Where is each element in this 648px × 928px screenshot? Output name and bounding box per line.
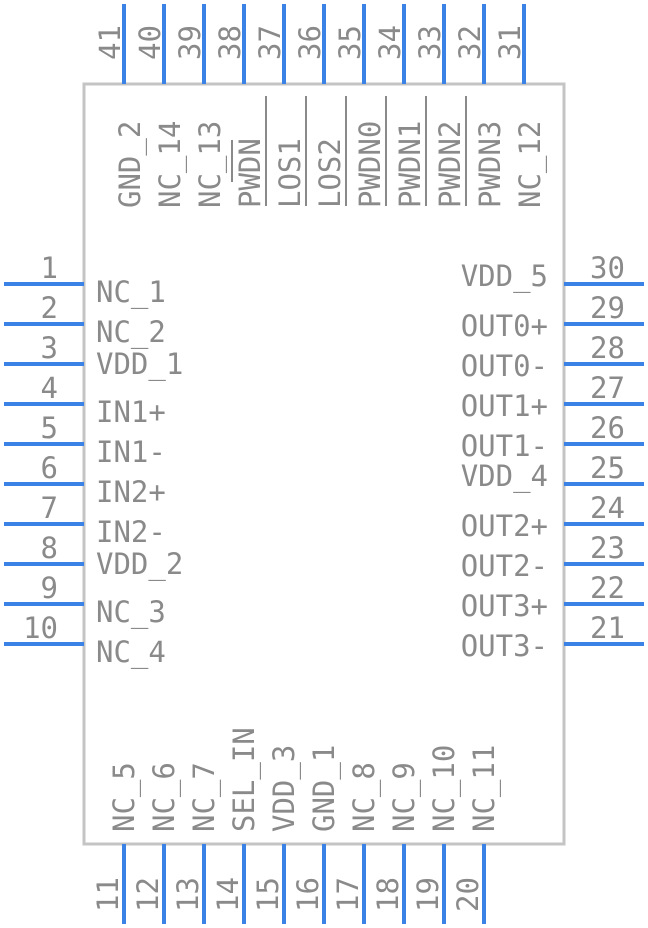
pin-label: SEL_IN	[227, 727, 262, 832]
pin-label: VDD_5	[461, 259, 548, 294]
pin-label: NC_8	[347, 762, 382, 832]
pin-label: OUT3-	[461, 629, 548, 663]
pin-label: PWDN1	[393, 121, 427, 208]
pin-label: NC_3	[96, 595, 166, 630]
pin-number: 27	[590, 371, 625, 405]
pin-label: NC_12	[513, 121, 548, 208]
pin-label: NC_13	[193, 121, 228, 208]
pin-label: VDD_3	[267, 745, 302, 832]
pin-number: 13	[171, 877, 205, 912]
pin-label: OUT0-	[461, 349, 548, 383]
pin-number: 33	[413, 25, 447, 60]
pin-number: 38	[213, 25, 247, 60]
pin-number: 32	[453, 25, 487, 60]
pin-label: NC_14	[153, 121, 188, 208]
pin-number: 6	[41, 451, 58, 485]
pin-number: 2	[41, 291, 58, 325]
pin-label: IN1-	[96, 435, 166, 469]
pin-number: 23	[590, 531, 625, 565]
pin-label: OUT2-	[461, 549, 548, 583]
pin-number: 18	[371, 877, 405, 912]
pin-number: 12	[131, 877, 165, 912]
pin-number: 40	[133, 25, 167, 60]
pin-number: 3	[41, 331, 58, 365]
pin-label: PWDN0	[353, 121, 387, 208]
pin-number: 4	[41, 371, 58, 405]
pin-label: NC_4	[96, 635, 166, 670]
pin-number: 26	[590, 411, 625, 445]
pin-number: 9	[41, 571, 58, 605]
pin-number: 31	[493, 25, 527, 60]
pin-label: IN2+	[96, 475, 166, 509]
pin-label: OUT1+	[461, 389, 548, 423]
pin-label: OUT1-	[461, 429, 548, 463]
pin-label: NC_10	[427, 745, 462, 832]
pin-number: 20	[451, 877, 485, 912]
pin-number: 24	[590, 491, 625, 525]
pin-label: VDD_1	[96, 347, 183, 382]
pin-number: 25	[590, 451, 625, 485]
pin-number: 21	[590, 611, 625, 645]
pin-number: 37	[253, 25, 287, 60]
pin-label: GND_2	[113, 121, 148, 208]
pin-label: PWDN3	[473, 121, 507, 208]
pin-number: 7	[41, 491, 58, 525]
pin-number: 1	[41, 251, 58, 285]
pin-label: IN1+	[96, 395, 166, 429]
pin-label: IN2-	[96, 515, 166, 549]
pin-number: 41	[93, 25, 127, 60]
pin-number: 10	[23, 611, 58, 645]
pin-label: OUT2+	[461, 509, 548, 543]
pin-label: VDD_4	[461, 459, 548, 494]
pin-label: NC_1	[96, 275, 166, 310]
pin-number: 19	[411, 877, 445, 912]
pin-number: 15	[251, 877, 285, 912]
pin-label: OUT3+	[461, 589, 548, 623]
pin-label: NC_11	[467, 745, 502, 832]
pin-label: NC_9	[387, 762, 422, 832]
pin-number: 5	[41, 411, 58, 445]
pin-number: 28	[590, 331, 625, 365]
pin-number: 35	[333, 25, 367, 60]
pin-label: GND_1	[307, 745, 342, 832]
pin-number: 29	[590, 291, 625, 325]
pin-label: VDD_2	[96, 547, 183, 582]
pin-label: LOS2	[313, 138, 347, 208]
pin-number: 36	[293, 25, 327, 60]
pin-number: 8	[41, 531, 58, 565]
pin-number: 39	[173, 25, 207, 60]
pin-label: PWDN2	[433, 121, 467, 208]
pin-number: 17	[331, 877, 365, 912]
pin-label: LOS1	[273, 138, 307, 208]
pin-number: 30	[590, 251, 625, 285]
pin-label: NC_6	[147, 762, 182, 832]
pin-label: NC_2	[96, 315, 166, 350]
pin-number: 34	[373, 25, 407, 60]
pin-number: 14	[211, 877, 245, 912]
pin-label: NC_5	[107, 762, 142, 832]
pin-number: 11	[91, 877, 125, 912]
pin-number: 16	[291, 877, 325, 912]
pin-label: PWDN	[233, 138, 267, 208]
pin-label: OUT0+	[461, 309, 548, 343]
pin-label: NC_7	[187, 762, 222, 832]
pin-number: 22	[590, 571, 625, 605]
